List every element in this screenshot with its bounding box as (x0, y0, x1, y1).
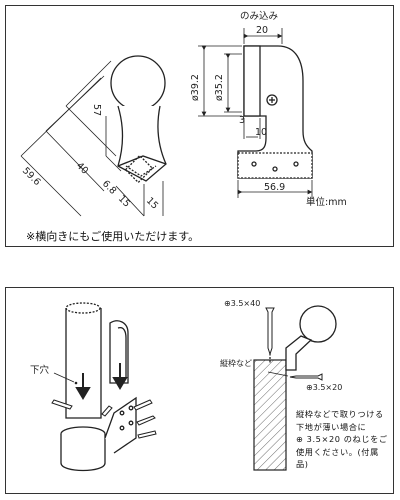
dim-3: 3 (239, 115, 245, 126)
unit-label: 単位:mm (306, 196, 347, 208)
usage-note: ※横向きにもご使用いただけます。 (26, 230, 200, 243)
frame-label: 縦枠など (220, 358, 252, 368)
dim-inner-dia: ø35.2 (214, 74, 225, 101)
bracket-side-view (110, 55, 167, 184)
dim-10: 10 (255, 127, 267, 138)
note-line-5: 品) (296, 459, 309, 469)
note-line-4: 使用ください。(付属 (296, 446, 379, 457)
bracket-front-view (237, 45, 313, 179)
pipe-assembly (60, 302, 137, 472)
wall-bracket (269, 305, 337, 371)
dim-outer-dia: ø39.2 (190, 74, 201, 101)
note-line-1: 縦枠などで取りつける (296, 409, 384, 419)
note-line-2: 下地が薄い場合に (296, 421, 367, 432)
arrows-down (75, 363, 128, 400)
screw-side (289, 373, 323, 381)
installation-panel: 下穴 ⊕3.5×40 縦枠など ⊕3.5×20 縦枠などで取りつける 下地が (5, 287, 394, 494)
dim-59-6: 59.6 (20, 165, 43, 188)
dim-56-9: 56.9 (264, 182, 285, 193)
dim-6-8: 6.8 (100, 178, 118, 196)
screws-left (51, 399, 157, 439)
screw-side-label: ⊕3.5×20 (306, 383, 342, 392)
pilot-hole-label: 下穴 (30, 364, 50, 376)
inset-label: のみ込み (240, 11, 278, 22)
dimension-drawing: 57 40 59.6 6.8 15 15 (20, 11, 347, 217)
dim-20: 20 (256, 25, 268, 36)
installation-note: 縦枠などで取りつける 下地が薄い場合に ⊕ 3.5×20 のねじをご 使用くださ… (296, 408, 391, 471)
screw-top-label: ⊕3.5×40 (224, 299, 260, 308)
front-dimension-lines (198, 28, 313, 198)
dim-15b: 15 (144, 195, 160, 211)
screw-top (265, 307, 275, 356)
note-line-3: ⊕ 3.5×20 のねじをご (296, 434, 388, 444)
wall-section (253, 359, 287, 471)
dim-57: 57 (91, 104, 102, 116)
installation-drawing: 下穴 ⊕3.5×40 縦枠など ⊕3.5×20 (30, 299, 342, 472)
left-dimension-lines (20, 60, 164, 217)
dim-15a: 15 (116, 193, 132, 209)
dimension-panel: 57 40 59.6 6.8 15 15 (5, 5, 394, 247)
